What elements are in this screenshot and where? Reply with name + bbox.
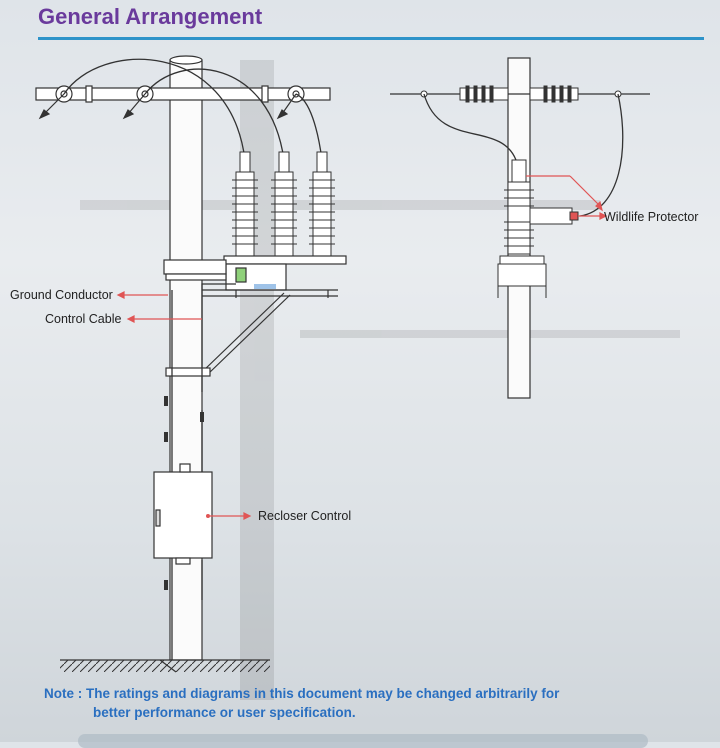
main-pole xyxy=(169,55,203,661)
note-line-2: better performance or user specification… xyxy=(93,705,356,720)
pole-clamps xyxy=(164,396,204,590)
recloser-control-cabinet xyxy=(153,463,213,565)
wildlife-protector-label: Wildlife Protector xyxy=(604,210,699,224)
ground xyxy=(60,659,270,673)
mounting-brace xyxy=(165,289,338,377)
bushing-1 xyxy=(232,151,258,257)
note-line-1: Note : The ratings and diagrams in this … xyxy=(44,686,560,701)
bushing-2 xyxy=(271,151,297,257)
recloser-control-label: Recloser Control xyxy=(258,509,352,523)
disclaimer-note: Note : The ratings and diagrams in this … xyxy=(44,684,684,722)
bushing-3 xyxy=(309,151,335,257)
footer-bar xyxy=(78,734,648,748)
side-view-recloser xyxy=(497,159,579,298)
line-conductors xyxy=(38,93,297,120)
control-cable-label: Control Cable xyxy=(45,312,122,326)
recloser-bushings xyxy=(232,151,335,257)
callout-arrows-right xyxy=(526,175,608,220)
title-underline xyxy=(38,37,704,40)
crossarm xyxy=(35,85,331,103)
background-pole-silhouette xyxy=(80,60,680,700)
page-title: General Arrangement xyxy=(38,4,263,29)
recloser-tank xyxy=(163,255,347,291)
side-view-jumpers xyxy=(423,93,624,217)
callout-arrows-left xyxy=(116,291,252,520)
ground-conductor-label: Ground Conductor xyxy=(10,288,113,302)
